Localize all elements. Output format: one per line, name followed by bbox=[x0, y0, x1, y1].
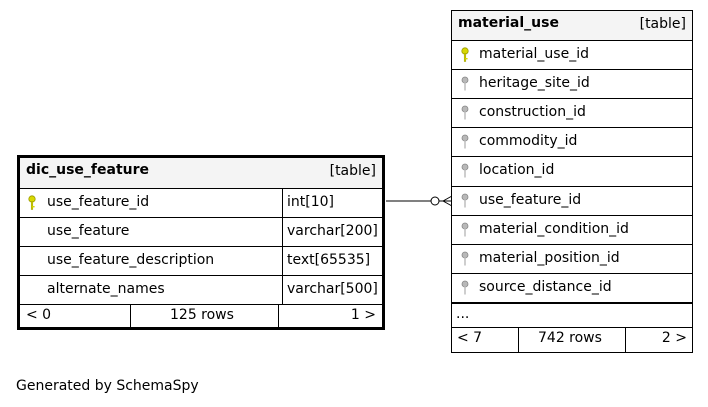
table-header: dic_use_feature [table] bbox=[20, 158, 382, 189]
column-row[interactable]: use_feature varchar[200] bbox=[20, 218, 382, 247]
foreign-key-icon bbox=[461, 251, 469, 266]
column-name: commodity_id bbox=[479, 133, 578, 149]
column-name: use_feature bbox=[47, 223, 130, 239]
column-name: use_feature_description bbox=[47, 252, 215, 268]
column-name: material_position_id bbox=[479, 250, 620, 266]
foreign-key-icon bbox=[461, 222, 469, 237]
column-name: material_use_id bbox=[479, 46, 589, 62]
column-name: heritage_site_id bbox=[479, 75, 590, 91]
column-type: varchar[200] bbox=[287, 223, 378, 239]
column-name: use_feature_id bbox=[47, 194, 150, 210]
table-footer: < 0 125 rows 1 > bbox=[20, 305, 382, 327]
table-footer: < 7 742 rows 2 > bbox=[452, 328, 692, 352]
generated-by-label: Generated by SchemaSpy bbox=[16, 378, 199, 394]
column-row[interactable]: commodity_id bbox=[452, 128, 692, 157]
foreign-key-icon bbox=[461, 193, 469, 208]
foreign-key-icon bbox=[461, 134, 469, 149]
table-type-tag: [table] bbox=[639, 16, 686, 32]
row-count: 742 rows bbox=[538, 330, 602, 346]
children-count[interactable]: < 0 bbox=[26, 307, 52, 323]
footer-divider bbox=[625, 328, 626, 352]
row-count: 125 rows bbox=[170, 307, 234, 323]
foreign-key-icon bbox=[461, 280, 469, 295]
crowfoot-lower bbox=[442, 200, 453, 207]
column-row[interactable]: construction_id bbox=[452, 99, 692, 128]
footer-divider bbox=[518, 328, 519, 352]
primary-key-icon bbox=[461, 47, 469, 62]
column-row[interactable]: use_feature_id bbox=[452, 187, 692, 216]
column-row[interactable]: material_position_id bbox=[452, 245, 692, 274]
column-row[interactable]: location_id bbox=[452, 157, 692, 187]
ellipsis: ... bbox=[456, 306, 470, 322]
crowfoot-upper bbox=[442, 195, 453, 202]
column-name: use_feature_id bbox=[479, 192, 582, 208]
column-type: text[65535] bbox=[287, 252, 371, 268]
column-type: int[10] bbox=[287, 194, 334, 210]
children-count[interactable]: < 7 bbox=[457, 330, 483, 346]
column-row[interactable]: alternate_names varchar[500] bbox=[20, 276, 382, 305]
column-divider bbox=[282, 276, 283, 304]
table-name: material_use bbox=[458, 15, 559, 31]
foreign-key-icon bbox=[461, 163, 469, 178]
column-row[interactable]: use_feature_id int[10] bbox=[20, 189, 382, 218]
foreign-key-icon bbox=[461, 76, 469, 91]
column-type: varchar[500] bbox=[287, 281, 378, 297]
table-dic-use-feature[interactable]: dic_use_feature [table] use_feature_id i… bbox=[17, 155, 385, 330]
footer-divider bbox=[278, 305, 279, 327]
more-columns-row[interactable]: ... bbox=[452, 303, 692, 328]
column-name: material_condition_id bbox=[479, 221, 629, 237]
column-name: construction_id bbox=[479, 104, 586, 120]
column-divider bbox=[282, 247, 283, 275]
column-row[interactable]: material_condition_id bbox=[452, 216, 692, 245]
foreign-key-icon bbox=[461, 105, 469, 120]
parents-count[interactable]: 2 > bbox=[661, 330, 687, 346]
column-divider bbox=[282, 189, 283, 217]
table-type-tag: [table] bbox=[329, 163, 376, 179]
column-name: alternate_names bbox=[47, 281, 165, 297]
parents-count[interactable]: 1 > bbox=[350, 307, 376, 323]
footer-divider bbox=[130, 305, 131, 327]
optional-circle-marker bbox=[430, 196, 440, 206]
table-material-use[interactable]: material_use [table] material_use_id her… bbox=[451, 10, 693, 353]
primary-key-icon bbox=[28, 195, 36, 210]
column-name: source_distance_id bbox=[479, 279, 612, 295]
column-row[interactable]: use_feature_description text[65535] bbox=[20, 247, 382, 276]
table-header: material_use [table] bbox=[452, 11, 692, 41]
column-row[interactable]: material_use_id bbox=[452, 41, 692, 70]
column-name: location_id bbox=[479, 162, 555, 178]
column-divider bbox=[282, 218, 283, 246]
column-row[interactable]: source_distance_id bbox=[452, 274, 692, 303]
column-row[interactable]: heritage_site_id bbox=[452, 70, 692, 99]
table-name: dic_use_feature bbox=[26, 162, 150, 178]
